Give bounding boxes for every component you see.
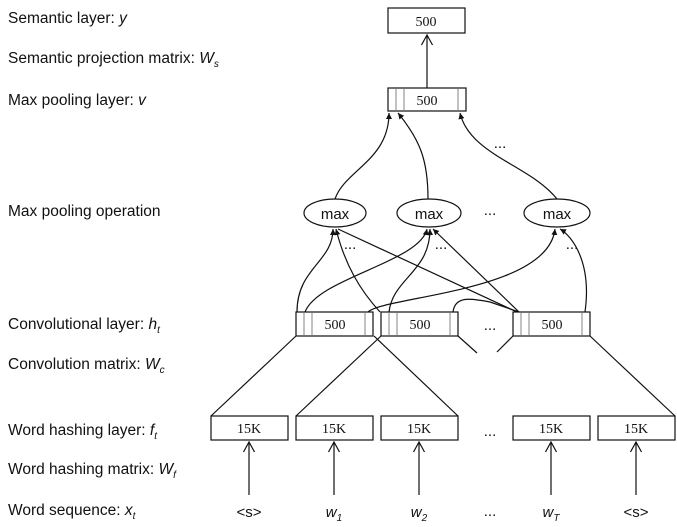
layer-label-text: Convolutional layer: [8, 316, 149, 333]
ellipsis: ... [484, 202, 497, 219]
word-hashing-value: 15K [624, 422, 648, 437]
max-node [523, 198, 591, 228]
ellipsis: ... [484, 423, 497, 440]
layer-variable-subscript: c [159, 365, 165, 377]
word-token-base: w [543, 504, 555, 521]
word-hashing-value: 15K [237, 422, 261, 437]
word-token-subscript: 1 [337, 513, 343, 524]
max-node-label: max [321, 206, 350, 223]
layer-variable: W [199, 50, 214, 67]
layer-variable: v [138, 92, 146, 109]
layer-label: Word hashing matrix: Wf [8, 461, 176, 481]
word-token-subscript: 2 [421, 513, 428, 524]
word-hashing-box: 15K [380, 415, 459, 441]
layer-variable-subscript: f [173, 470, 176, 482]
word-hashing-value: 15K [407, 422, 431, 437]
layer-variable: x [124, 502, 133, 519]
word-token-base: w [411, 504, 423, 521]
max3-to-pool-arrow [458, 112, 558, 200]
layer-variable: W [158, 461, 174, 478]
layer-variable-subscript: t [132, 511, 136, 523]
layer-label-text: Word sequence: [8, 502, 125, 519]
layer-label-text: Max pooling operation [8, 203, 161, 220]
layer-label-text: Word hashing layer: [8, 422, 150, 439]
layer-label-text: Word hashing matrix: [8, 461, 159, 478]
conv-layer-box: 500 [380, 311, 459, 337]
layer-variable-subscript: t [157, 325, 160, 337]
layer-variable: f [149, 422, 155, 439]
max-pooling-layer-box [387, 87, 467, 112]
layer-variable-subscript: t [154, 431, 157, 443]
word-hashing-box: 15K [210, 415, 289, 441]
ellipsis: ... [435, 236, 448, 253]
ellipsis: ... [494, 135, 507, 152]
layer-label-text: Semantic layer: [8, 10, 120, 27]
word-token: w1 [326, 504, 342, 524]
layer-label: Max pooling operation [8, 203, 161, 221]
semantic-layer-box [387, 7, 466, 34]
layer-label: Convolution matrix: Wc [8, 356, 165, 376]
conv-layer-value: 500 [410, 318, 431, 333]
word-hashing-box: 15K [597, 415, 676, 441]
layer-label: Max pooling layer: v [8, 92, 146, 110]
max-node [303, 198, 367, 228]
convolution-windows [210, 335, 676, 417]
conv-layer-box: 500 [295, 311, 374, 337]
max2-to-pool-arrow [397, 112, 429, 200]
word-hashing-value: 15K [322, 422, 346, 437]
layer-label-text: Convolution matrix: [8, 356, 145, 373]
layer-label-text: Max pooling layer: [8, 92, 139, 109]
word-hashing-box: 15K [512, 415, 591, 441]
layer-label: Semantic projection matrix: Ws [8, 50, 219, 70]
layer-label-text: Semantic projection matrix: [8, 50, 200, 67]
layer-label: Semantic layer: y [8, 10, 127, 28]
layer-variable: h [148, 316, 158, 333]
ellipsis: ... [484, 503, 497, 520]
conv-layer-value: 500 [542, 318, 563, 333]
word-token-base: <s> [236, 504, 261, 521]
conv-layer-value: 500 [325, 318, 346, 333]
ellipsis: ... [484, 317, 497, 334]
word-hashing-value: 15K [539, 422, 563, 437]
word-token-base: w [326, 504, 338, 521]
conv-to-max-connections [296, 228, 587, 313]
word-token-base: <s> [623, 504, 648, 521]
layer-label: Convolutional layer: ht [8, 316, 160, 336]
layer-label: Word hashing layer: ft [8, 422, 157, 442]
max-node [396, 198, 462, 228]
word-token: <s> [623, 504, 648, 521]
layer-variable: W [144, 356, 160, 373]
word-token-subscript: T [553, 513, 560, 524]
max-node-label: max [543, 206, 572, 223]
max-pooling-layer-value: 500 [417, 94, 438, 109]
word-hashing-box: 15K [295, 415, 374, 441]
layer-variable-subscript: s [213, 59, 219, 71]
layer-variable: y [119, 10, 127, 27]
word-token: w2 [411, 504, 428, 524]
conv-layer-box: 500 [512, 311, 591, 337]
layer-label: Word sequence: xt [8, 502, 135, 522]
word-token: <s> [236, 504, 261, 521]
semantic-layer-value: 500 [416, 15, 437, 30]
word-token: wT [543, 504, 561, 524]
max1-to-pool-arrow [334, 112, 392, 200]
max-node-label: max [415, 206, 444, 223]
ellipsis: ... [344, 236, 357, 253]
ellipsis: ... [566, 236, 579, 253]
